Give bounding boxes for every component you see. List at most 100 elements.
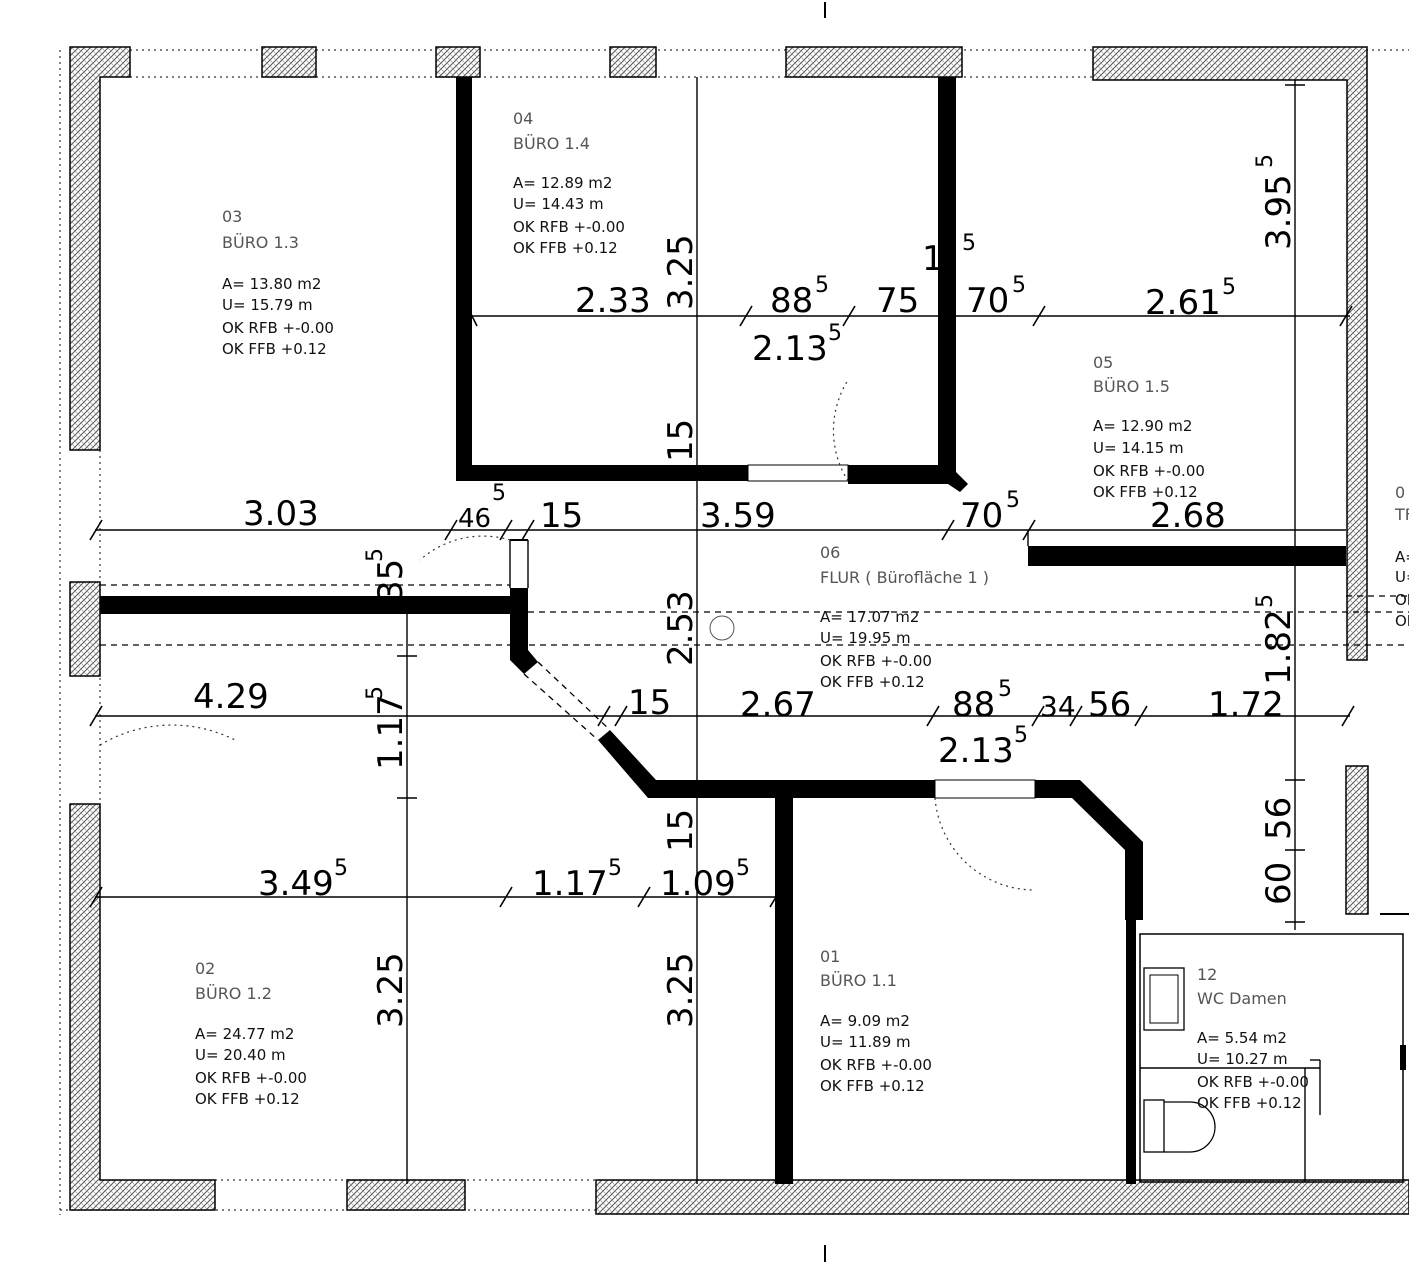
dimension-label: 46 <box>458 504 491 534</box>
dimension-label: 3.25 <box>661 234 701 310</box>
dimension-label: 15 <box>540 496 583 536</box>
room-ffb: OK FFB +0.12 <box>513 239 618 257</box>
dimension-superscript: 5 <box>363 686 388 700</box>
dimension-superscript: 5 <box>334 856 348 881</box>
room-03-label: 03 BÜRO 1.3 A= 13.80 m2 U= 15.79 m OK RF… <box>222 207 334 358</box>
dimension-label: 2.61 <box>1145 283 1221 323</box>
dimension-label: 75 <box>876 281 919 321</box>
room-ffb: OK FFB +0.12 <box>222 340 327 358</box>
dimension-label: 2.53 <box>661 590 701 666</box>
dimension-label: 70 <box>966 281 1009 321</box>
dimension-superscript: 5 <box>736 856 750 881</box>
dimension-superscript: 5 <box>492 481 506 506</box>
dimension-superscript: 5 <box>998 677 1012 702</box>
dimension-label: 3.25 <box>371 952 411 1028</box>
room-area: A= 5.54 m2 <box>1197 1029 1287 1047</box>
dimension-label: 2.13 <box>752 329 828 369</box>
wc-room <box>1139 913 1409 1183</box>
room-ffb: OK <box>1395 612 1409 630</box>
room-rfb: OK RFB +-0.00 <box>820 1056 932 1074</box>
room-perimeter: U= 20.40 m <box>195 1046 286 1064</box>
dimension-label: 70 <box>960 496 1003 536</box>
dimension-superscript: 5 <box>1253 154 1278 168</box>
dimension-label: 2.33 <box>575 281 651 321</box>
room-ffb: OK FFB +0.12 <box>1093 483 1198 501</box>
room-name: FLUR ( Bürofläche 1 ) <box>820 568 989 587</box>
room-perimeter: U= 14.43 m <box>513 195 604 213</box>
room-name: BÜRO 1.2 <box>195 984 272 1003</box>
dimension-label: 3.25 <box>661 952 701 1028</box>
dimension-label: 3.03 <box>243 494 319 534</box>
room-ffb: OK FFB +0.12 <box>1197 1094 1302 1112</box>
room-name: BÜRO 1.5 <box>1093 377 1170 396</box>
room-name: BÜRO 1.1 <box>820 971 897 990</box>
room-partial-right-label: 0 TF A= U= OK OK <box>1394 483 1409 630</box>
dimension-superscript: 5 <box>962 231 976 256</box>
dimension-label: 1.72 <box>1208 685 1284 725</box>
room-perimeter: U= 14.15 m <box>1093 439 1184 457</box>
room-name: WC Damen <box>1197 989 1287 1008</box>
dimension-label: 1.09 <box>660 864 736 904</box>
dimension-label: 1.82 <box>1259 609 1299 685</box>
dimension-superscript: 5 <box>1014 723 1028 748</box>
room-rfb: OK RFB +-0.00 <box>1197 1073 1309 1091</box>
room-perimeter: U= 15.79 m <box>222 296 313 314</box>
interior-walls <box>100 77 1346 1184</box>
dimension-label: 3.59 <box>700 496 776 536</box>
room-number: 05 <box>1093 353 1113 372</box>
dimension-lines <box>89 77 1355 1184</box>
dimension-label: 15 <box>628 683 671 723</box>
room-perimeter: U= 19.95 m <box>820 629 911 647</box>
dimension-label: 34 <box>1040 690 1076 723</box>
room-rfb: OK RFB +-0.00 <box>513 218 625 236</box>
dimension-label: 1.17 <box>371 694 411 770</box>
dimension-label: 1 <box>922 239 944 279</box>
room-rfb: OK RFB +-0.00 <box>222 319 334 337</box>
room-number: 12 <box>1197 965 1217 984</box>
room-name: TF <box>1394 505 1409 524</box>
dimension-label: 88 <box>770 281 813 321</box>
dimension-label: 2.68 <box>1150 496 1226 536</box>
room-number: 01 <box>820 947 840 966</box>
dimension-label: 15 <box>661 809 701 852</box>
room-area: A= 13.80 m2 <box>222 275 321 293</box>
dimension-label: 1.17 <box>532 864 608 904</box>
room-area: A= <box>1395 548 1409 566</box>
room-01-label: 01 BÜRO 1.1 A= 9.09 m2 U= 11.89 m OK RFB… <box>820 947 932 1095</box>
room-02-label: 02 BÜRO 1.2 A= 24.77 m2 U= 20.40 m OK RF… <box>195 959 307 1108</box>
room-rfb: OK RFB +-0.00 <box>1093 462 1205 480</box>
room-05-label: 05 BÜRO 1.5 A= 12.90 m2 U= 14.15 m OK RF… <box>1093 353 1205 501</box>
room-06-label: 06 FLUR ( Bürofläche 1 ) A= 17.07 m2 U= … <box>820 543 989 691</box>
dimension-label: 60 <box>1259 862 1299 905</box>
exterior-walls <box>69 46 1409 1215</box>
room-area: A= 24.77 m2 <box>195 1025 294 1043</box>
dimension-label: 35 <box>371 559 411 602</box>
dimension-superscript: 5 <box>1012 273 1026 298</box>
dimension-label: 2.67 <box>740 685 816 725</box>
room-rfb: OK RFB +-0.00 <box>820 652 932 670</box>
room-number: 03 <box>222 207 242 226</box>
dimension-superscript: 5 <box>1253 594 1278 608</box>
dimension-labels: 2.33 88 5 75 70 5 2.61 5 2.13 5 1 5 3.03… <box>193 154 1299 1028</box>
room-number: 02 <box>195 959 215 978</box>
dimension-superscript: 5 <box>363 548 388 562</box>
dimension-superscript: 5 <box>828 321 842 346</box>
dimension-superscript: 5 <box>608 856 622 881</box>
room-rfb: OK <box>1395 591 1409 609</box>
dimension-superscript: 5 <box>1006 488 1020 513</box>
room-area: A= 9.09 m2 <box>820 1012 910 1030</box>
room-rfb: OK RFB +-0.00 <box>195 1069 307 1087</box>
dimension-label: 88 <box>952 685 995 725</box>
dimension-superscript: 5 <box>1222 275 1236 300</box>
room-perimeter: U= 11.89 m <box>820 1033 911 1051</box>
room-12-label: 12 WC Damen A= 5.54 m2 U= 10.27 m OK RFB… <box>1197 965 1309 1112</box>
room-ffb: OK FFB +0.12 <box>820 1077 925 1095</box>
dimension-label: 56 <box>1088 685 1131 725</box>
room-area: A= 17.07 m2 <box>820 608 919 626</box>
room-perimeter: U= <box>1395 568 1409 586</box>
room-area: A= 12.89 m2 <box>513 174 612 192</box>
dimension-superscript: 5 <box>815 273 829 298</box>
room-perimeter: U= 10.27 m <box>1197 1050 1288 1068</box>
dimension-label: 15 <box>661 419 701 462</box>
